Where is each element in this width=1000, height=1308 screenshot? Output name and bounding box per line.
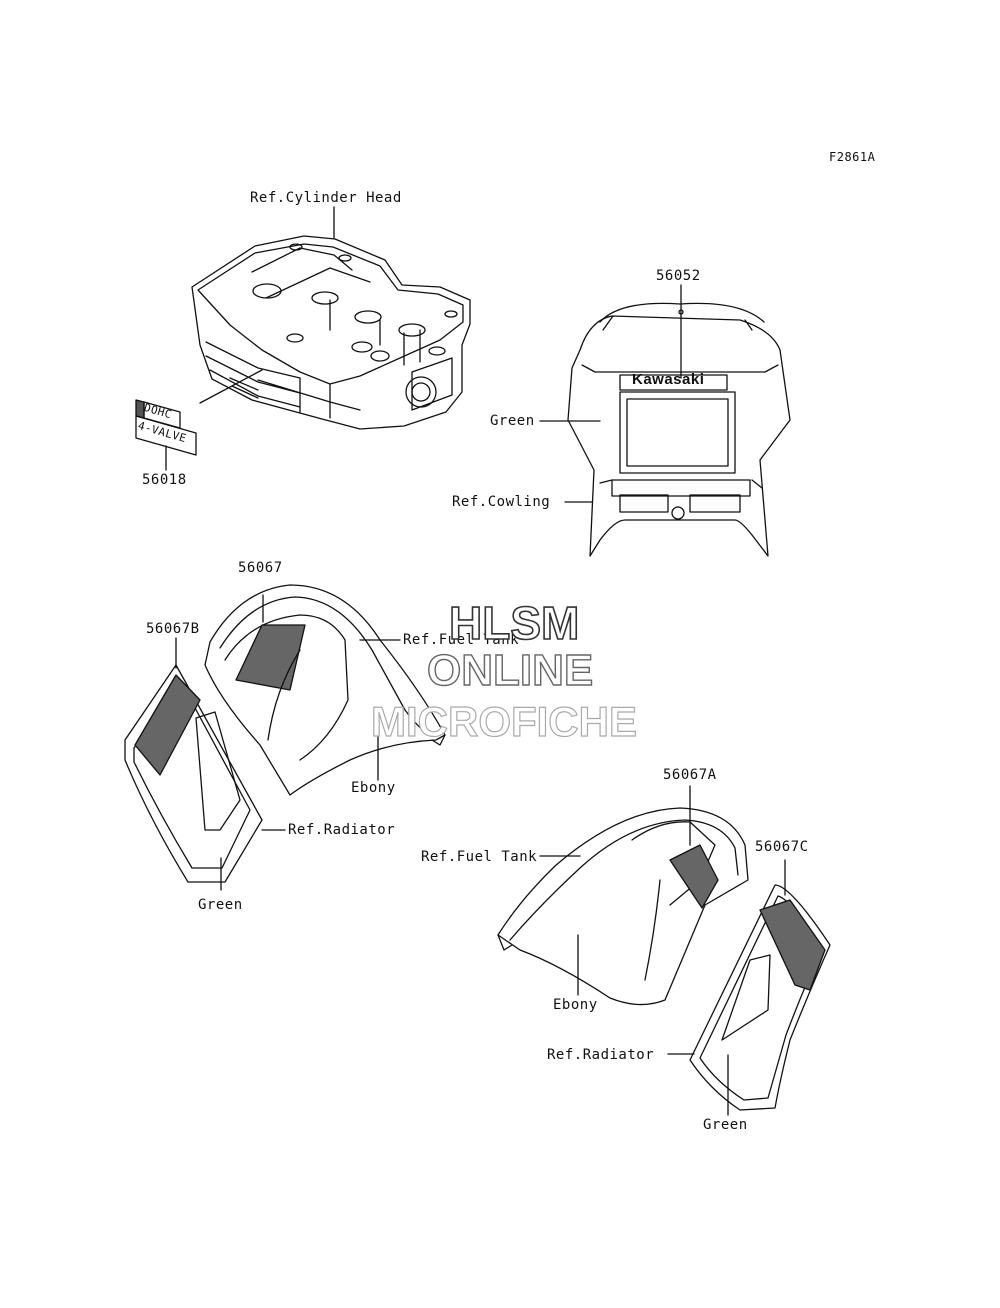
label-green-left: Green xyxy=(198,897,243,913)
label-part-56052: 56052 xyxy=(656,268,701,284)
figure-code: F2861A xyxy=(829,150,876,164)
label-green-right: Green xyxy=(703,1117,748,1133)
watermark-line2: ONLINE xyxy=(426,645,594,695)
label-radiator-ref-right: Ref.Radiator xyxy=(547,1047,655,1063)
label-fuel-tank-ref-left: Ref.Fuel Tank xyxy=(403,632,520,648)
label-fuel-tank-ref-right: Ref.Fuel Tank xyxy=(421,849,538,865)
label-part-56067C: 56067C xyxy=(755,839,809,855)
watermark-line1: HLSM xyxy=(448,596,580,650)
label-part-56067: 56067 xyxy=(238,560,283,576)
label-cowling-ref: Ref.Cowling xyxy=(452,494,551,510)
cowling-brand-text: Kawasaki xyxy=(632,371,705,388)
label-radiator-ref-left: Ref.Radiator xyxy=(288,822,396,838)
decal-56018-drawing xyxy=(136,400,196,470)
label-ebony-right: Ebony xyxy=(553,997,598,1013)
label-part-56067B: 56067B xyxy=(146,621,200,637)
left-shroud-drawing xyxy=(205,585,445,795)
right-radiator-shroud-drawing xyxy=(668,860,830,1115)
label-ebony-left: Ebony xyxy=(351,780,396,796)
right-shroud-drawing xyxy=(498,786,748,1005)
label-cylinder-head-ref: Ref.Cylinder Head xyxy=(250,190,402,206)
left-radiator-shroud-drawing xyxy=(125,638,285,890)
label-green-cowling: Green xyxy=(490,413,535,429)
label-part-56067A: 56067A xyxy=(663,767,717,783)
cowling-drawing xyxy=(568,285,790,556)
cylinder-head-drawing xyxy=(192,236,470,429)
label-part-56018: 56018 xyxy=(142,472,187,488)
watermark-line3: MICROFICHE xyxy=(370,697,637,745)
